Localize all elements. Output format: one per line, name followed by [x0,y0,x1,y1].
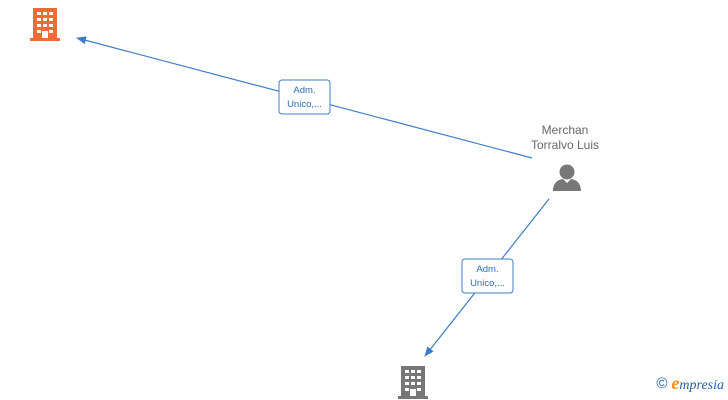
building-icon[interactable] [30,8,60,41]
person-name-line1: Merchan [542,123,589,137]
building-icon[interactable] [398,366,428,399]
brand-initial: e [671,373,680,393]
person-node[interactable]: Merchan Torralvo Luis [531,123,599,191]
brand-name: mpresia [679,378,724,393]
edge-label-top-line1: Adm. [293,85,315,96]
person-icon [553,164,581,191]
edge-label-top[interactable]: Adm. Unico,... [278,79,331,115]
copyright-icon: © [656,375,668,392]
edge-label-bottom[interactable]: Adm. Unico,... [461,258,514,294]
edge-label-bottom-line2: Unico,... [470,278,505,289]
empresia-watermark: © empresia [656,373,724,394]
edge-label-bottom-line1: Adm. [476,264,498,275]
edge-label-top-line2: Unico,... [287,99,322,110]
person-name-line2: Torralvo Luis [531,138,599,152]
brand-logo: empresia [671,373,724,394]
